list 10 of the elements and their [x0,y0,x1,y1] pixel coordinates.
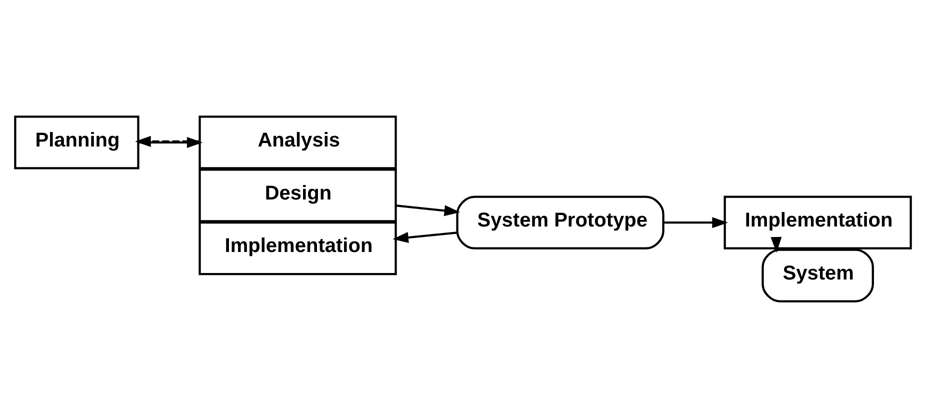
arrow [770,236,782,253]
arrow [392,232,457,243]
node-box: Planning [14,116,140,170]
node-box: Implementation [198,222,397,276]
node-box: Design [198,168,397,222]
arrow [663,217,728,228]
arrow [396,204,460,216]
arrow [135,136,200,147]
node-box: Analysis [198,116,397,170]
node-box: System Prototype [456,196,664,250]
